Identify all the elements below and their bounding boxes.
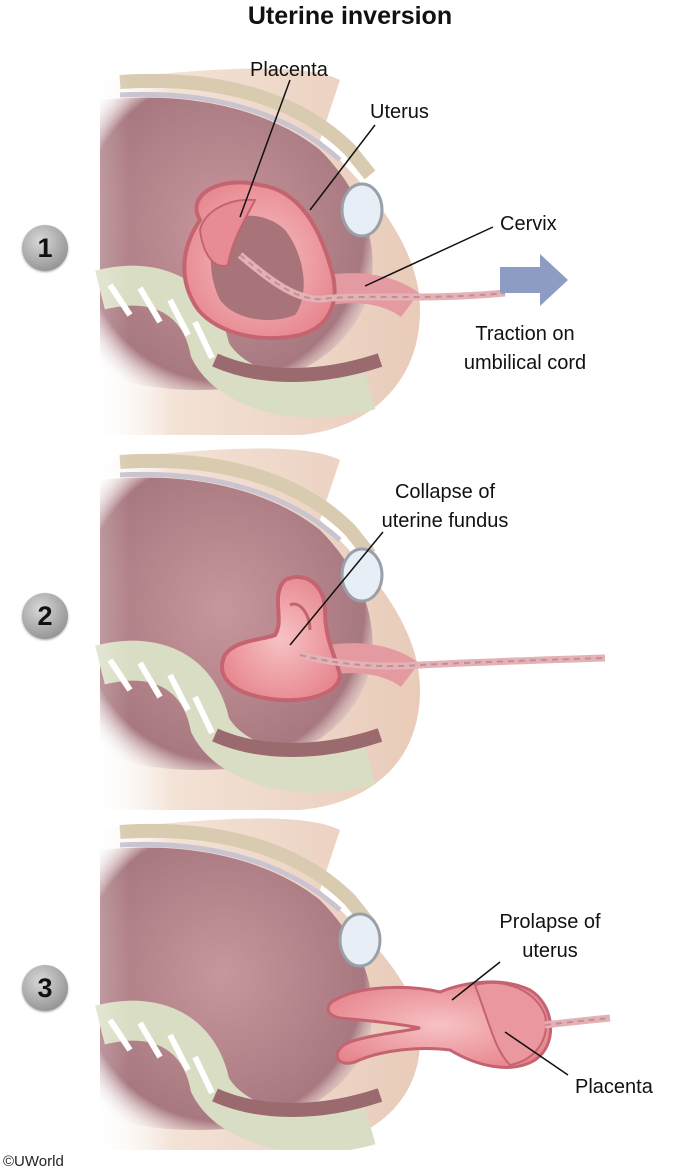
step-badge-2: 2 <box>22 593 68 639</box>
label-collapse-line-1: Collapse of <box>394 481 496 503</box>
step-badge-1: 1 <box>22 225 68 271</box>
label-traction-line-1: Traction on <box>475 323 575 345</box>
leader-placenta <box>239 79 291 218</box>
panel-step-2: 2 Collapse of uterine fundus <box>0 440 700 810</box>
leader-placenta <box>504 1031 569 1076</box>
label-traction: Traction on umbilical cord <box>445 322 605 375</box>
label-prolapse-line-2: uterus <box>522 940 578 962</box>
panel-2-illustration <box>0 440 606 810</box>
panel-step-1: 1 Placenta Uterus Cervix Traction on umb… <box>0 59 700 435</box>
vaginal-canal <box>327 273 419 318</box>
label-cervix: Cervix <box>500 213 557 235</box>
label-uterus: Uterus <box>370 101 429 123</box>
pubic-bone <box>340 182 384 238</box>
leader-collapse <box>289 531 384 646</box>
abdominal-wall <box>119 823 376 930</box>
uterus-collapsed <box>219 574 343 703</box>
label-placenta: Placenta <box>250 59 328 81</box>
label-placenta: Placenta <box>575 1076 653 1098</box>
leader-uterus <box>309 124 376 211</box>
rectum <box>212 1088 383 1117</box>
traction-arrow <box>500 254 568 306</box>
leader-prolapse <box>451 961 501 1001</box>
diagram-title: Uterine inversion <box>247 2 453 30</box>
label-prolapse: Prolapse of uterus <box>475 910 625 963</box>
pubic-bone <box>338 912 382 968</box>
abdominal-wall <box>119 453 376 560</box>
label-traction-line-2: umbilical cord <box>463 352 587 374</box>
step-badge-3: 3 <box>22 965 68 1011</box>
panel-3-illustration <box>0 810 611 1150</box>
rectum <box>212 353 383 382</box>
label-collapse-line-2: uterine fundus <box>381 510 509 532</box>
abdominal-wall <box>119 73 376 180</box>
panel-step-3: 3 Prolapse of uterus Placenta <box>0 810 700 1150</box>
panel-1-illustration <box>0 60 568 435</box>
leader-cervix <box>364 226 494 287</box>
rectum <box>212 728 383 757</box>
label-prolapse-line-1: Prolapse of <box>499 911 601 933</box>
placenta-prolapsed <box>473 982 547 1067</box>
abdominal-cavity <box>100 847 373 1130</box>
vaginal-canal <box>327 643 419 688</box>
pubic-bone <box>340 547 384 603</box>
label-collapse: Collapse of uterine fundus <box>360 480 530 533</box>
placenta <box>198 198 257 267</box>
copyright-notice: ©UWorld <box>3 1153 64 1170</box>
